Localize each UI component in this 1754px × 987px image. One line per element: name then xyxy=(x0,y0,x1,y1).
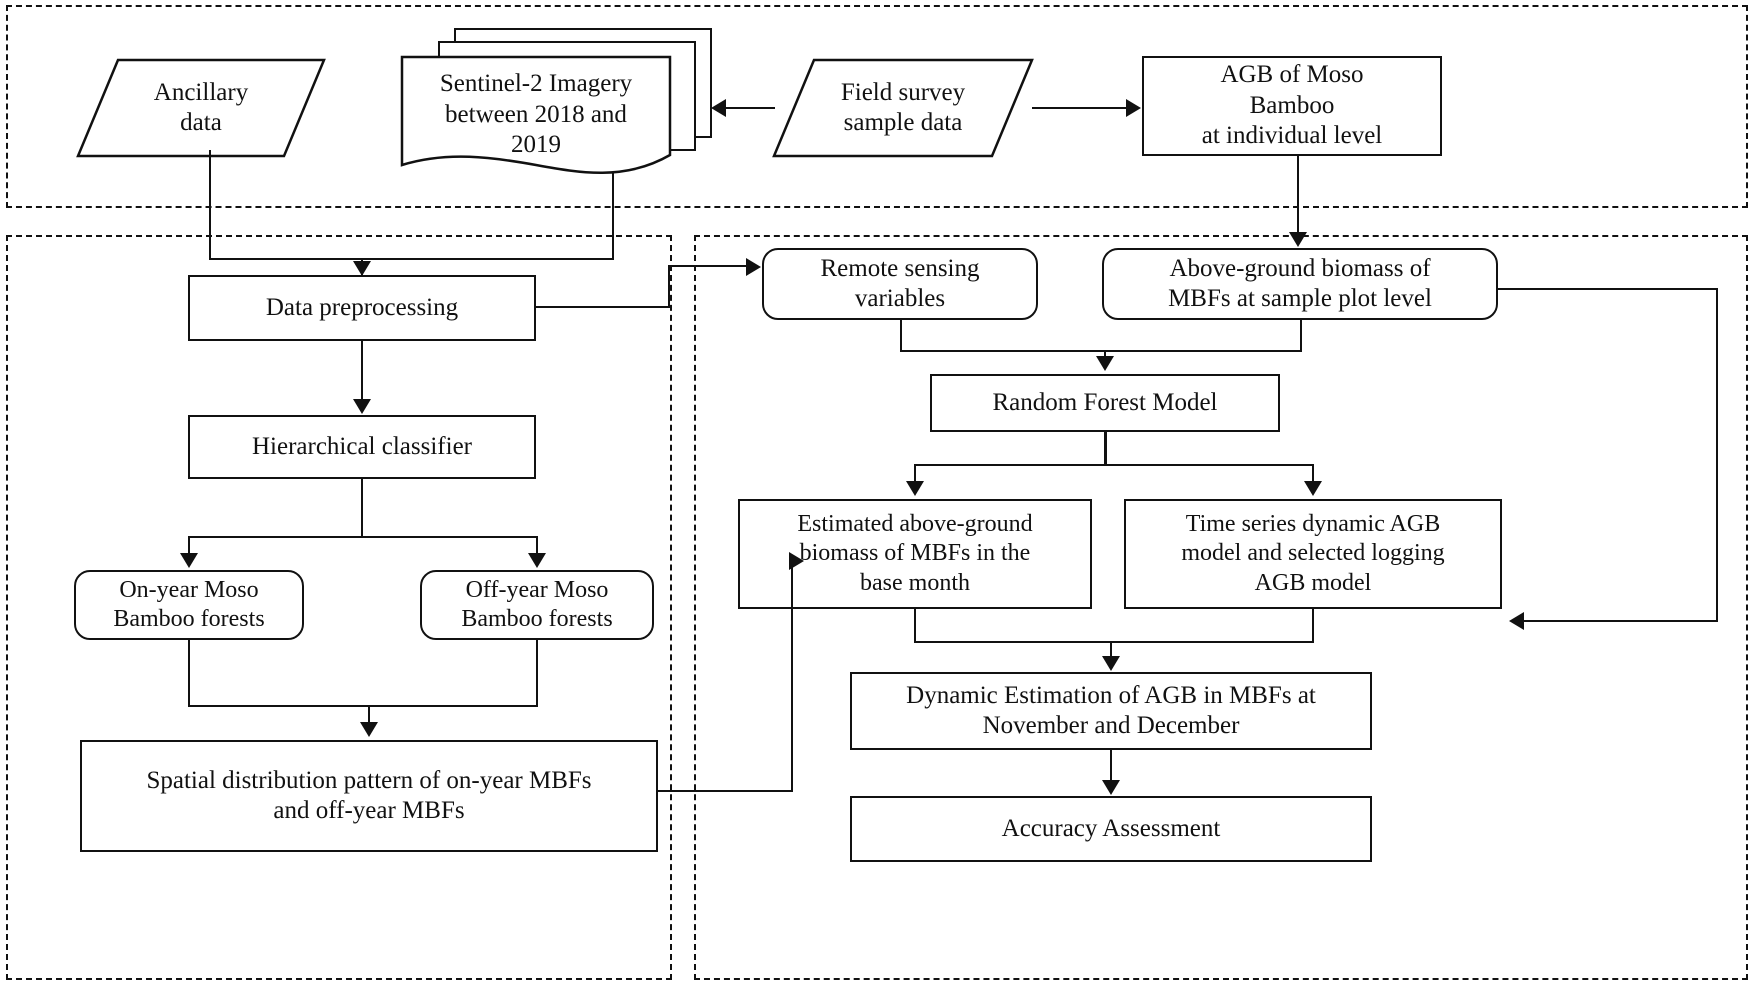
parallelogram-shape xyxy=(76,58,326,158)
arrowhead-down-off-year xyxy=(528,553,546,568)
arrowhead-down-estimated-agb-box xyxy=(906,481,924,496)
node-data-preprocessing: Data preprocessing xyxy=(188,275,536,341)
arrowhead-right-estimated-agb xyxy=(789,552,804,570)
edge-on-year-drop xyxy=(188,640,190,705)
node-remote-sensing-variables-label: Remote sensing variables xyxy=(820,254,980,313)
node-hierarchical-classifier: Hierarchical classifier xyxy=(188,415,536,479)
edge-agbsp-into-timeseries xyxy=(1524,620,1718,622)
node-off-year-mbf: Off-year Moso Bamboo forests xyxy=(420,570,654,640)
edge-sentinel-drop xyxy=(612,152,614,260)
parallelogram-shape xyxy=(772,58,1034,158)
node-ancillary-data: Ancillary data xyxy=(76,58,326,158)
arrowhead-down-classifier xyxy=(353,399,371,414)
arrowhead-right-agb-individual xyxy=(1126,99,1141,117)
edge-rf-split-left xyxy=(914,464,916,483)
arrowhead-down-accuracy-assessment xyxy=(1102,780,1120,795)
node-accuracy-assessment: Accuracy Assessment xyxy=(850,796,1372,862)
edge-rsv-drop xyxy=(900,320,902,352)
edge-field-survey-to-sentinel xyxy=(723,107,775,109)
arrowhead-down-agb-sample-plot xyxy=(1289,232,1307,247)
node-random-forest-model: Random Forest Model xyxy=(930,374,1280,432)
edge-rf-merge-bus xyxy=(900,350,1300,352)
edge-merge-to-random-forest xyxy=(1104,350,1106,357)
node-spatial-distribution: Spatial distribution pattern of on-year … xyxy=(80,740,658,852)
edge-preprocessing-right-riser xyxy=(668,265,670,308)
edge-spatial-riser xyxy=(791,560,793,792)
edge-preprocessing-to-classifier xyxy=(361,341,363,399)
edge-field-survey-to-agb-individual xyxy=(1032,107,1126,109)
node-accuracy-assessment-label: Accuracy Assessment xyxy=(1001,814,1221,842)
node-hierarchical-classifier-label: Hierarchical classifier xyxy=(251,432,472,460)
edge-preprocessing-to-rsv xyxy=(668,265,748,267)
node-estimated-agb-base-month-label: Estimated above-ground biomass of MBFs i… xyxy=(797,511,1033,596)
edge-random-forest-drop xyxy=(1104,432,1107,466)
edge-split-left-drop xyxy=(188,536,190,555)
node-random-forest-model-label: Random Forest Model xyxy=(992,388,1218,416)
edge-split-right-drop xyxy=(536,536,538,555)
edge-ancillary-drop xyxy=(209,150,211,260)
document-shape xyxy=(400,55,672,177)
edge-on-off-merge-bus xyxy=(188,705,538,707)
node-dynamic-estimation-label: Dynamic Estimation of AGB in MBFs at Nov… xyxy=(906,681,1316,740)
node-field-survey: Field survey sample data xyxy=(772,58,1034,158)
edge-estimated-drop xyxy=(914,609,916,643)
edge-classifier-drop xyxy=(361,479,363,536)
arrowhead-down-time-series-box xyxy=(1304,481,1322,496)
node-on-year-mbf-label: On-year Moso Bamboo forests xyxy=(113,576,265,632)
edge-preprocessing-right-seg xyxy=(536,306,670,308)
edge-timeseries-drop xyxy=(1312,609,1314,643)
edge-merge-to-dynamic xyxy=(1110,641,1112,657)
edge-dynamic-to-accuracy xyxy=(1110,750,1112,782)
edge-agb-individual-drop xyxy=(1297,156,1299,234)
node-sentinel-imagery-label: Sentinel-2 Imagery between 2018 and 2019 xyxy=(439,70,633,158)
edge-merge-to-spatial xyxy=(368,705,370,723)
arrowhead-down-data-preprocessing xyxy=(353,261,371,276)
edge-dynamic-merge-bus xyxy=(914,641,1314,643)
node-data-preprocessing-label: Data preprocessing xyxy=(265,293,459,321)
arrowhead-left-time-series-model xyxy=(1509,612,1524,630)
node-on-year-mbf: On-year Moso Bamboo forests xyxy=(74,570,304,640)
arrowhead-right-remote-sensing-variables xyxy=(746,258,761,276)
edge-classifier-split-bus xyxy=(188,536,538,538)
edge-agbsp-drop xyxy=(1300,320,1302,352)
node-agb-sample-plot: Above-ground biomass of MBFs at sample p… xyxy=(1102,248,1498,320)
arrowhead-down-spatial-distribution xyxy=(360,722,378,737)
node-ancillary-data-label: Ancillary data xyxy=(153,78,249,137)
node-remote-sensing-variables: Remote sensing variables xyxy=(762,248,1038,320)
arrowhead-down-on-year xyxy=(180,553,198,568)
edge-rf-split-right xyxy=(1312,464,1314,483)
node-spatial-distribution-label: Spatial distribution pattern of on-year … xyxy=(146,766,592,825)
node-field-survey-label: Field survey sample data xyxy=(840,78,966,137)
edge-off-year-drop xyxy=(536,640,538,705)
edge-rf-split-bus xyxy=(914,464,1314,466)
node-sentinel-imagery: Sentinel-2 Imagery between 2018 and 2019 xyxy=(400,28,716,178)
node-agb-individual: AGB of Moso Bamboo at individual level xyxy=(1142,56,1442,156)
left-classification-panel xyxy=(6,235,672,980)
edge-agbsp-right-seg xyxy=(1498,288,1718,290)
node-agb-sample-plot-label: Above-ground biomass of MBFs at sample p… xyxy=(1168,254,1432,313)
node-off-year-mbf-label: Off-year Moso Bamboo forests xyxy=(461,576,613,632)
right-modeling-panel xyxy=(694,235,1748,980)
arrowhead-down-dynamic-estimation xyxy=(1102,656,1120,671)
edge-spatial-right-seg xyxy=(658,790,793,792)
edge-agbsp-right-down xyxy=(1716,288,1718,622)
node-dynamic-estimation: Dynamic Estimation of AGB in MBFs at Nov… xyxy=(850,672,1372,750)
node-agb-individual-label: AGB of Moso Bamboo at individual level xyxy=(1201,61,1383,150)
doc-sheet-front: Sentinel-2 Imagery between 2018 and 2019 xyxy=(400,55,672,177)
arrowhead-down-random-forest xyxy=(1096,356,1114,371)
edge-merge-bus xyxy=(209,258,614,260)
node-time-series-agb-model: Time series dynamic AGB model and select… xyxy=(1124,499,1502,609)
node-time-series-agb-model-label: Time series dynamic AGB model and select… xyxy=(1181,511,1445,596)
top-data-panel xyxy=(6,5,1748,208)
arrowhead-left-sentinel xyxy=(711,99,726,117)
